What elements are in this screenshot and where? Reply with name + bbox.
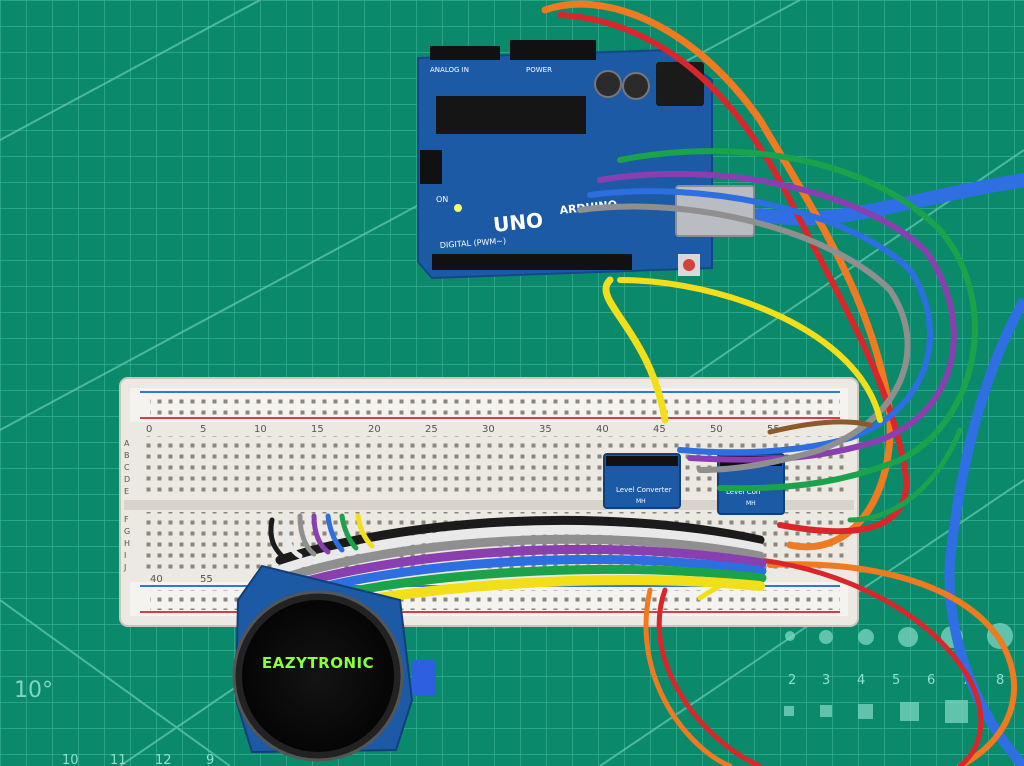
microcontroller-chip bbox=[436, 96, 586, 134]
header-power bbox=[510, 40, 596, 60]
row-letter: A bbox=[124, 439, 130, 448]
row-letter: D bbox=[124, 475, 130, 484]
row-letter: E bbox=[124, 487, 129, 496]
row-letter: G bbox=[124, 527, 130, 536]
breadboard-row-letters: A B C D E F G H I J bbox=[123, 439, 130, 572]
column-number: 35 bbox=[539, 424, 552, 435]
arduino-uno-board: ON ARDUINO UNO DIGITAL (PWM~) ANALOG IN … bbox=[417, 40, 755, 280]
column-number: 25 bbox=[425, 424, 438, 435]
icsp-header bbox=[420, 150, 442, 184]
column-number: 45 bbox=[653, 424, 666, 435]
column-number: 20 bbox=[368, 424, 381, 435]
ruler-number: 2 bbox=[788, 673, 796, 688]
capacitor bbox=[622, 72, 650, 100]
analog-label: ANALOG IN bbox=[430, 66, 469, 74]
on-label: ON bbox=[436, 195, 448, 204]
on-led bbox=[454, 204, 462, 212]
power-jack bbox=[656, 62, 704, 106]
column-number: 40 bbox=[150, 574, 163, 585]
ruler-number: 5 bbox=[892, 673, 900, 688]
row-letter: J bbox=[123, 563, 126, 572]
breadboard-column-numbers: 0 5 10 15 20 25 30 35 40 45 50 55 40 55 bbox=[146, 424, 780, 585]
ruler-number: 4 bbox=[857, 673, 865, 688]
display-connector bbox=[412, 660, 436, 696]
ruler-number: 11 bbox=[110, 753, 127, 766]
display-screen bbox=[242, 600, 394, 752]
row-letter: C bbox=[124, 463, 130, 472]
usb-cable-loop bbox=[944, 297, 1024, 766]
column-number: 50 bbox=[710, 424, 723, 435]
level-converter-module: Level Converter MH bbox=[603, 453, 681, 509]
ruler-number: 3 bbox=[822, 673, 830, 688]
row-letter: I bbox=[124, 551, 126, 560]
level-converter-2-sub: MH bbox=[746, 500, 756, 507]
level-converter-sub: MH bbox=[636, 498, 646, 505]
column-number: 40 bbox=[596, 424, 609, 435]
column-number: 10 bbox=[254, 424, 267, 435]
ruler-number: 6 bbox=[927, 673, 935, 688]
column-number: 15 bbox=[311, 424, 324, 435]
row-letter: H bbox=[124, 539, 130, 548]
ruler-number: 12 bbox=[155, 753, 172, 766]
column-number: 55 bbox=[200, 574, 213, 585]
display-text: EAZYTRONIC bbox=[262, 654, 374, 672]
round-tft-display-module: EAZYTRONIC bbox=[232, 564, 436, 762]
arduino-model: UNO bbox=[492, 208, 544, 237]
column-number: 0 bbox=[146, 424, 152, 435]
power-label: POWER bbox=[526, 66, 552, 74]
ruler-number: 10 bbox=[62, 753, 79, 766]
capacitor bbox=[594, 70, 622, 98]
level-converter-2-label: Level Con bbox=[726, 488, 760, 496]
header-analog bbox=[430, 46, 500, 60]
header-digital bbox=[432, 254, 632, 270]
jumper-wires bbox=[541, 0, 1018, 766]
row-letter: B bbox=[124, 451, 130, 460]
ruler-number: 8 bbox=[996, 673, 1004, 688]
usb-cable bbox=[753, 173, 1024, 226]
level-converter-label: Level Converter bbox=[616, 486, 672, 494]
mat-angle-label: 10° bbox=[14, 678, 53, 703]
row-letter: F bbox=[124, 515, 129, 524]
column-number: 5 bbox=[200, 424, 206, 435]
reset-button-cap bbox=[683, 259, 695, 271]
ruler-number: 9 bbox=[206, 753, 214, 766]
display-header-wires bbox=[268, 513, 375, 559]
column-number: 30 bbox=[482, 424, 495, 435]
center-channel bbox=[124, 500, 854, 510]
